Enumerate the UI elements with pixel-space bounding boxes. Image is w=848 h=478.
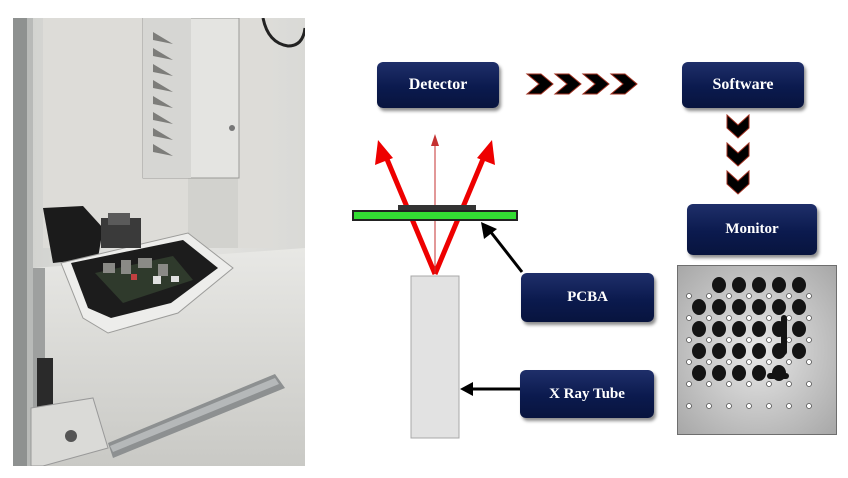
via	[686, 337, 692, 343]
beam-center-arrowhead	[431, 134, 439, 146]
via	[706, 359, 712, 365]
solder-ball	[732, 343, 746, 359]
chevron-down-icon	[726, 169, 750, 195]
via	[686, 381, 692, 387]
chevron-down-icon	[726, 113, 750, 139]
solder-ball	[692, 343, 706, 359]
via	[806, 315, 812, 321]
solder-ball	[692, 365, 706, 381]
chevron-right-icon	[525, 73, 554, 95]
via	[766, 403, 772, 409]
via	[726, 381, 732, 387]
solder-ball	[732, 277, 746, 293]
via	[726, 359, 732, 365]
via	[766, 337, 772, 343]
via	[706, 315, 712, 321]
via	[786, 315, 792, 321]
via	[746, 337, 752, 343]
solder-ball	[792, 343, 806, 359]
via	[686, 403, 692, 409]
via	[806, 381, 812, 387]
via	[786, 293, 792, 299]
solder-ball	[772, 277, 786, 293]
machine-photo	[13, 18, 305, 466]
via	[726, 403, 732, 409]
xray-beams	[375, 134, 495, 275]
solder-ball	[752, 365, 766, 381]
solder-ball	[692, 299, 706, 315]
flow-arrows-horizontal	[525, 73, 638, 95]
solder-ball	[712, 277, 726, 293]
via	[686, 359, 692, 365]
via	[706, 337, 712, 343]
beam-right-arrowhead	[477, 140, 495, 165]
solder-ball	[732, 299, 746, 315]
via	[746, 359, 752, 365]
via	[786, 359, 792, 365]
solder-ball	[712, 299, 726, 315]
board-plate	[398, 205, 476, 211]
pcba-box: PCBA	[521, 273, 654, 322]
solder-ball	[752, 299, 766, 315]
solder-ball	[712, 365, 726, 381]
via	[706, 381, 712, 387]
chevron-down-icon	[726, 141, 750, 167]
via	[686, 315, 692, 321]
via	[786, 403, 792, 409]
xray-tube-pointer-arrow	[460, 382, 521, 396]
beam-left-arrowhead	[375, 140, 393, 165]
via	[726, 337, 732, 343]
via	[786, 381, 792, 387]
via	[806, 337, 812, 343]
chevron-right-icon	[553, 73, 582, 95]
via	[766, 293, 772, 299]
detector-box: Detector	[377, 62, 499, 108]
via	[806, 293, 812, 299]
solder-ball	[732, 321, 746, 337]
chevron-right-icon	[609, 73, 638, 95]
solder-ball	[752, 277, 766, 293]
via	[746, 381, 752, 387]
pcba-pointer-arrow	[481, 222, 524, 273]
software-box: Software	[682, 62, 804, 108]
via	[806, 403, 812, 409]
via	[746, 315, 752, 321]
via	[706, 403, 712, 409]
solder-ball	[772, 299, 786, 315]
via	[746, 293, 752, 299]
via	[806, 359, 812, 365]
via	[726, 293, 732, 299]
via	[786, 337, 792, 343]
flow-arrows-vertical	[726, 113, 750, 195]
solder-ball	[752, 321, 766, 337]
solder-ball	[792, 299, 806, 315]
monitor-box: Monitor	[687, 204, 817, 255]
xray-tube-box: X Ray Tube	[520, 370, 654, 418]
via	[706, 293, 712, 299]
solder-ball	[712, 321, 726, 337]
via	[766, 381, 772, 387]
via	[766, 359, 772, 365]
solder-ball	[752, 343, 766, 359]
solder-ball	[732, 365, 746, 381]
via	[746, 403, 752, 409]
via	[726, 315, 732, 321]
via	[766, 315, 772, 321]
solder-ball	[712, 343, 726, 359]
solder-ball	[792, 277, 806, 293]
xray-tube-body	[410, 275, 460, 439]
via	[686, 293, 692, 299]
chevron-right-icon	[581, 73, 610, 95]
board	[352, 210, 518, 221]
solder-ball	[692, 321, 706, 337]
solder-ball	[792, 321, 806, 337]
xray-output-image	[677, 265, 837, 435]
